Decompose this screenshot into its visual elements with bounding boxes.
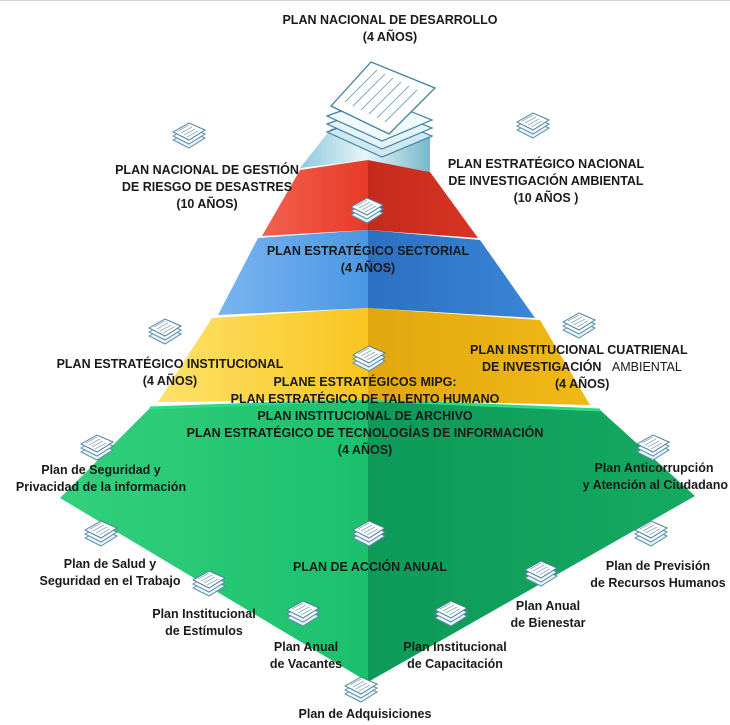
document-stack-icon xyxy=(524,560,558,587)
label-line: PLAN DE ACCIÓN ANUAL xyxy=(293,560,447,574)
label-plan-investigacion-ambiental: PLAN ESTRATÉGICO NACIONAL DE INVESTIGACI… xyxy=(430,156,662,207)
document-stack-icon xyxy=(352,345,386,372)
label-line: Plan de Salud y xyxy=(63,557,157,571)
label-plan-estimulos: Plan Institucional de Estímulos xyxy=(134,606,274,640)
document-stack-icon xyxy=(350,197,384,224)
label-plan-nacional-desarrollo: PLAN NACIONAL DE DESARROLLO (4 AÑOS) xyxy=(270,12,510,46)
label-line: PLAN INSTITUCIONAL CUATRIENAL xyxy=(470,343,688,357)
document-stack-icon xyxy=(562,312,596,339)
label-line: Plan Anticorrupción xyxy=(594,461,714,475)
label-plan-bienestar: Plan Anual de Bienestar xyxy=(488,598,608,632)
top-border-line xyxy=(0,0,730,15)
label-line: (4 AÑOS) xyxy=(555,377,610,391)
document-stack-icon xyxy=(516,112,550,139)
label-line: (4 AÑOS) xyxy=(142,374,198,388)
document-stack-icon xyxy=(344,676,378,703)
document-stack-icon xyxy=(634,520,668,547)
document-stack-icon xyxy=(148,318,182,345)
label-line: Plan de Adquisiciones xyxy=(298,707,432,721)
document-stack-icon xyxy=(434,600,468,627)
label-line: de Estímulos xyxy=(165,624,243,638)
label-plan-gestion-riesgo: PLAN NACIONAL DE GESTIÓN DE RIESGO DE DE… xyxy=(92,162,322,213)
label-line: PLAN ESTRATÉGICO INSTITUCIONAL xyxy=(56,357,284,371)
label-line: Seguridad en el Trabajo xyxy=(39,574,181,588)
label-plan-accion-anual: PLAN DE ACCIÓN ANUAL xyxy=(270,559,470,576)
label-line: Plan Anual xyxy=(273,640,339,654)
label-line: PLAN ESTRATÉGICO SECTORIAL xyxy=(266,244,470,258)
label-line: Privacidad de la información xyxy=(15,480,187,494)
label-line: PLAN NACIONAL DE DESARROLLO xyxy=(282,13,498,27)
label-line: PLANE ESTRATÉGICOS MIPG: xyxy=(273,375,457,389)
label-line: (10 AÑOS) xyxy=(176,197,238,211)
label-planes-mipg: PLANE ESTRATÉGICOS MIPG: PLAN ESTRATÉGIC… xyxy=(180,374,550,459)
label-line: DE INVESTIGACIÓN AMBIENTAL xyxy=(448,174,644,188)
label-plan-prevision-recursos: Plan de Previsión de Recursos Humanos xyxy=(588,558,728,592)
label-plan-anticorrupcion: Plan Anticorrupción y Atención al Ciudad… xyxy=(570,460,728,494)
document-stack-icon xyxy=(172,122,206,149)
label-plan-seguridad-informacion: Plan de Seguridad y Privacidad de la inf… xyxy=(6,462,196,496)
label-line: de Vacantes xyxy=(269,657,343,671)
label-plan-capacitacion: Plan Institucional de Capacitación xyxy=(380,639,530,673)
label-line: PLAN NACIONAL DE GESTIÓN xyxy=(115,163,299,177)
label-line: de Bienestar xyxy=(510,616,586,630)
document-stack-icon xyxy=(84,520,118,547)
label-line: PLAN INSTITUCIONAL DE ARCHIVO xyxy=(257,409,473,423)
label-plan-adquisiciones: Plan de Adquisiciones xyxy=(280,706,450,723)
label-line: Plan Anual xyxy=(515,599,581,613)
label-line: Plan de Previsión xyxy=(605,559,711,573)
label-line: Plan de Seguridad y xyxy=(41,463,161,477)
label-plan-vacantes: Plan Anual de Vacantes xyxy=(246,639,366,673)
label-line: PLAN ESTRATÉGICO NACIONAL xyxy=(447,157,645,171)
label-plan-salud-trabajo: Plan de Salud y Seguridad en el Trabajo xyxy=(20,556,200,590)
document-stack-icon xyxy=(636,434,670,461)
label-line: (4 AÑOS) xyxy=(362,30,418,44)
label-plan-institucional-cuatrienal: PLAN INSTITUCIONAL CUATRIENAL DE INVESTI… xyxy=(470,342,718,393)
label-plan-estrategico-institucional: PLAN ESTRATÉGICO INSTITUCIONAL (4 AÑOS) xyxy=(50,356,290,390)
document-stack-icon xyxy=(286,600,320,627)
label-line: Plan Institucional xyxy=(403,640,507,654)
label-line: (4 AÑOS) xyxy=(337,443,393,457)
document-stack-icon xyxy=(80,434,114,461)
label-line: Plan Institucional xyxy=(152,607,256,621)
large-document-stack-icon xyxy=(325,61,437,158)
label-plan-estrategico-sectorial: PLAN ESTRATÉGICO SECTORIAL (4 AÑOS) xyxy=(248,243,488,277)
document-stack-icon xyxy=(352,520,386,547)
label-line: de Recursos Humanos xyxy=(590,576,726,590)
label-line: PLAN ESTRATÉGICO DE TALENTO HUMANO xyxy=(230,392,500,406)
label-line: DE RIESGO DE DESASTRES xyxy=(121,180,293,194)
label-line: PLAN ESTRATÉGICO DE TECNOLOGÍAS DE INFOR… xyxy=(186,426,544,440)
label-line: DE INVESTIGACIÓN AMBIENTAL xyxy=(482,360,682,374)
label-line: (4 AÑOS) xyxy=(340,261,396,275)
label-line: (10 AÑOS ) xyxy=(513,191,579,205)
label-line: de Capacitación xyxy=(407,657,503,671)
label-line: y Atención al Ciudadano xyxy=(582,478,728,492)
